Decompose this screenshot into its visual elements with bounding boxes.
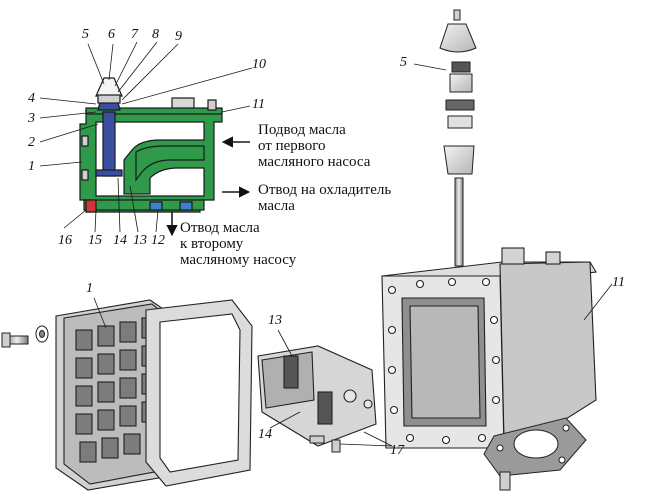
- section-label-11: 11: [252, 97, 265, 112]
- caption-supply-line1: Подвод масла: [258, 122, 346, 138]
- exploded-label-valve-block-upper: 13: [268, 313, 282, 328]
- section-label-12: 12: [151, 233, 165, 248]
- exploded-label-housing: 11: [612, 275, 625, 290]
- flange-bolts: [81, 99, 217, 181]
- housing-exploded: [381, 247, 597, 449]
- gasket: [145, 299, 253, 487]
- valve-top-cone: [439, 23, 477, 53]
- caption-second-pump-line2: к второму: [180, 236, 244, 252]
- valve-nut-exploded: [449, 73, 473, 93]
- section-label-15: 15: [88, 233, 102, 248]
- housing-cavity: [95, 121, 205, 197]
- valve-disk: [95, 169, 123, 177]
- caption-cooler-line1: Отвод на охладитель: [258, 182, 392, 198]
- section-label-10: 10: [252, 57, 266, 72]
- section-label-6: 6: [108, 27, 115, 42]
- valve-rod: [454, 177, 464, 267]
- caption-second-pump-line1: Отвод масла: [180, 220, 260, 236]
- spring-upper: [283, 355, 299, 389]
- valve-top-screw: [453, 9, 461, 21]
- valve-stem: [102, 111, 116, 177]
- exploded-label-cover: 1: [86, 281, 93, 296]
- bottom-stud: [499, 471, 511, 491]
- section-label-4: 4: [28, 91, 35, 106]
- housing-interior: [409, 305, 481, 419]
- valve-nut: [97, 94, 121, 104]
- valve-block: [257, 345, 377, 447]
- housing-flange-holes: [387, 277, 501, 445]
- bolt-left: [1, 325, 49, 348]
- oil-passage: [135, 145, 205, 182]
- red-plug: [85, 199, 97, 213]
- valve-body-exploded: [447, 115, 473, 129]
- valve-washer: [445, 99, 475, 111]
- caption-supply-line3: масляного насоса: [258, 154, 371, 170]
- section-label-13: 13: [133, 233, 147, 248]
- section-label-9: 9: [175, 29, 182, 44]
- bottom-flange: [83, 199, 205, 211]
- section-label-1: 1: [28, 159, 35, 174]
- spring-lower: [317, 391, 333, 425]
- section-label-3: 3: [28, 111, 35, 126]
- top-flange: [85, 107, 223, 115]
- blue-seal-right: [179, 201, 193, 211]
- exploded-leader-lines: [93, 63, 613, 447]
- section-label-5: 5: [82, 27, 89, 42]
- valve-cap-top: [95, 77, 123, 97]
- exploded-label-bolts: 17: [390, 443, 404, 458]
- section-view: [39, 41, 253, 237]
- section-label-2: 2: [28, 135, 35, 150]
- exploded-label-valve-top: 5: [400, 55, 407, 70]
- blue-seal-left: [149, 201, 163, 211]
- housing-top-boss: [501, 247, 525, 265]
- housing-box-side: [499, 261, 597, 449]
- caption-second-pump-line3: масляному насосу: [180, 252, 297, 268]
- valve-spring: [451, 61, 471, 73]
- housing-side-boss: [545, 251, 561, 265]
- section-label-16: 16: [58, 233, 72, 248]
- section-label-7: 7: [131, 27, 138, 42]
- caption-cooler-line2: масла: [258, 198, 295, 214]
- valve-guide: [443, 145, 475, 175]
- valve-assembly-exploded: [439, 9, 477, 267]
- section-label-14: 14: [113, 233, 127, 248]
- small-bolts: [309, 435, 341, 453]
- bottom-flange-plate: [483, 417, 587, 477]
- caption-supply-line2: от первого: [258, 138, 326, 154]
- leader-lines: [39, 41, 253, 233]
- section-label-8: 8: [152, 27, 159, 42]
- exploded-label-valve-block-lower: 14: [258, 427, 272, 442]
